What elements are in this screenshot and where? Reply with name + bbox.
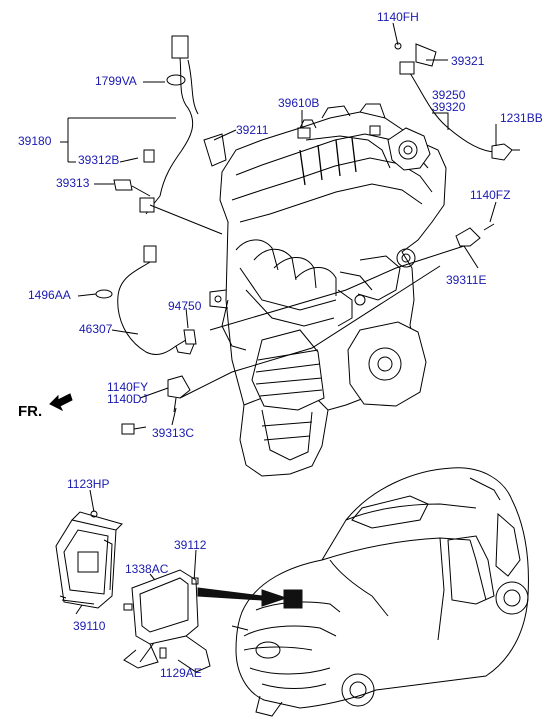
part-label-39112: 39112	[174, 538, 207, 552]
part-label-46307: 46307	[79, 322, 113, 336]
part-label-1140fh: 1140FH	[377, 10, 419, 24]
part-label-39313c: 39313C	[152, 426, 195, 440]
vehicle	[231, 467, 529, 717]
part-label-1140dj: 1140DJ	[107, 392, 148, 406]
part-label-1140fy: 1140FY	[107, 380, 149, 394]
part-label-39313: 39313	[56, 176, 90, 190]
o2-sensor-39250	[394, 42, 520, 161]
harness-39180	[139, 35, 199, 215]
part-label-39110: 39110	[73, 619, 106, 633]
part-label-39250: 39250	[432, 88, 466, 102]
part-label-39211: 39211	[236, 123, 269, 137]
knock-sensor-46307	[95, 245, 197, 355]
part-label-39321: 39321	[451, 54, 485, 68]
ecu-bracket-39112	[123, 569, 211, 673]
leader-lines	[60, 22, 497, 663]
part-label-1123hp: 1123HP	[67, 477, 110, 491]
location-arrow	[197, 587, 288, 607]
part-label-1129ae: 1129AE	[160, 666, 202, 680]
part-label-39312b: 39312B	[78, 153, 120, 167]
ecu-39110	[55, 510, 123, 609]
part-label-1338ac: 1338AC	[125, 562, 169, 576]
part-label-1140fz: 1140FZ	[470, 188, 511, 202]
crank-sensor-39313C	[113, 119, 495, 435]
engine-assembly	[203, 103, 447, 477]
part-label-94750: 94750	[168, 299, 202, 313]
part-label-1496aa: 1496AA	[28, 288, 71, 302]
part-label-1231bb: 1231BB	[500, 111, 543, 125]
part-label-1799va: 1799VA	[95, 74, 137, 88]
front-arrow-icon	[49, 393, 73, 412]
part-label-39320: 39320	[432, 100, 466, 114]
part-label-39180: 39180	[18, 134, 52, 148]
part-label-39610b: 39610B	[278, 96, 320, 110]
part-label-39311e: 39311E	[446, 273, 487, 287]
front-orientation-label: FR.	[18, 403, 43, 420]
